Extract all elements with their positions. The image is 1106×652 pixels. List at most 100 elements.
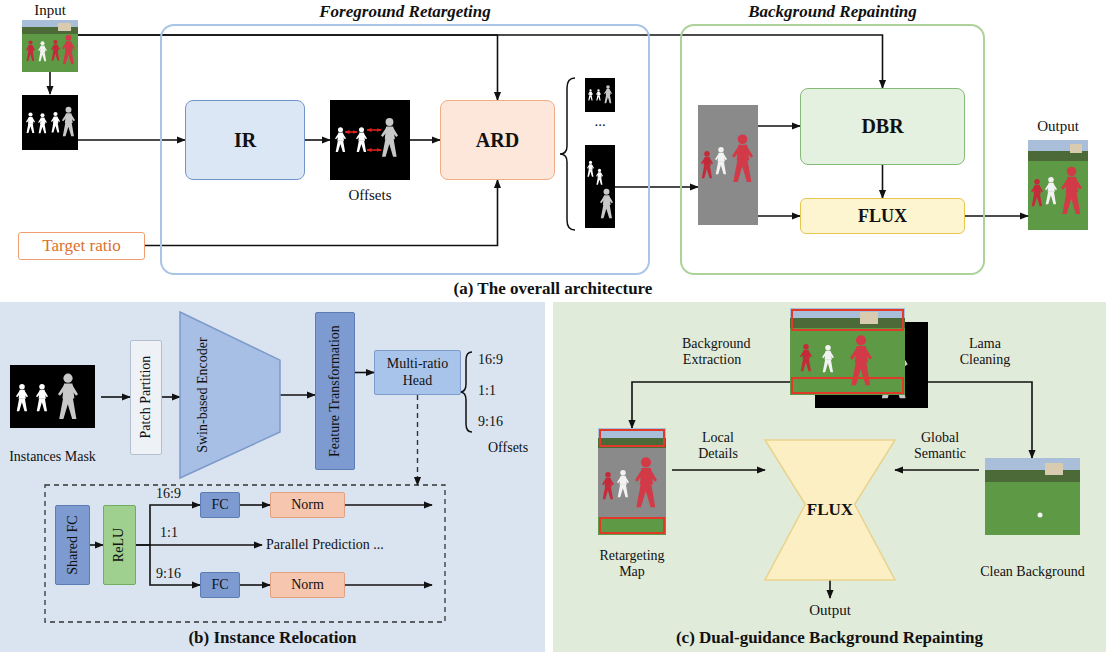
flow-line: [632, 382, 790, 428]
offset-image: [367, 149, 381, 151]
mask-candidate: [585, 78, 615, 112]
retargeting-map-image: [600, 518, 664, 533]
flow-arrow: [355, 372, 374, 374]
offset-image: [330, 100, 410, 180]
stage-panel: Foreground RetargetingIROffsetsARD: [160, 24, 650, 275]
input-image: Input: [22, 2, 78, 72]
mask-candidate: [585, 78, 615, 112]
offset-image: [356, 127, 367, 152]
edge-label-holder: Global Semantic: [905, 430, 975, 462]
edge-label: Local Details: [688, 430, 748, 462]
output-photo: [1061, 167, 1082, 214]
input-photo: [38, 41, 47, 61]
module-box-text: ARD: [476, 129, 519, 152]
mask-candidate: [585, 145, 615, 228]
flow-arrow: [410, 139, 440, 141]
subfigure-panel-text: (c) Dual-guidance Background Repainting: [676, 628, 983, 648]
composite-photo: [800, 344, 812, 371]
module-box: FLUX: [800, 198, 965, 234]
retargeted-image: [732, 134, 753, 182]
ratio-label: 9:16: [478, 414, 518, 430]
head-box-text: Multi-ratio Head: [379, 356, 456, 388]
mask-candidate: [596, 169, 603, 185]
clean-background-image: [985, 458, 1080, 535]
mask-image: [58, 374, 78, 419]
output-image-text: Output: [1037, 118, 1079, 135]
step-label: Background Extraction: [682, 336, 742, 368]
mask-image: [62, 107, 75, 137]
input-photo: [58, 23, 71, 31]
layer-box-text: FC: [211, 577, 228, 593]
edge-label-holder: 9:16: [156, 566, 196, 582]
composite-photo: [790, 308, 905, 395]
module-box-text: FLUX: [858, 206, 907, 227]
branch-note-holder: Parallel Prediction ...: [266, 537, 444, 553]
clean-background-image: [985, 470, 1080, 482]
composite-photo: [790, 318, 905, 328]
offset-image: [335, 127, 346, 152]
input-image-text: Input: [34, 2, 66, 19]
mask-image: [38, 113, 47, 133]
mask-candidate: [600, 189, 613, 219]
step-label-holder: Background Extraction: [682, 336, 742, 368]
flow-arrow: [240, 584, 270, 586]
flow-arrow: [101, 396, 130, 398]
clean-background-image: [1038, 513, 1043, 518]
edge-label: 16:9: [156, 486, 196, 502]
retargeting-map: Retargeting Map: [592, 428, 672, 580]
flow-arrow: [305, 139, 330, 141]
retargeted-image: [698, 105, 758, 225]
offset-map-text: Offsets: [348, 187, 391, 204]
module-box-text: IR: [234, 129, 256, 152]
flow-line: [829, 580, 831, 598]
input-photo: [22, 20, 78, 72]
flux-hourglass-text: FLUX: [807, 500, 853, 520]
flow-arrow: [136, 505, 200, 545]
brace: [460, 352, 472, 432]
flow-arrow: [90, 544, 103, 546]
ratio-label-holder: 9:16: [478, 414, 518, 430]
flow-arrow: [672, 469, 765, 471]
stage-panel-text: Foreground Retargeting: [319, 2, 490, 22]
mask-candidate: [585, 145, 615, 228]
flow-line: [78, 139, 185, 141]
step-label: Lama Cleaning: [955, 336, 1015, 368]
clean-background-text: Clean Background: [980, 564, 1085, 580]
subfigure-panel-text: (b) Instance Relocation: [188, 628, 356, 648]
offset-image: [381, 118, 398, 157]
activation-box-text: ReLU: [111, 528, 127, 562]
mask-candidate: [604, 85, 612, 103]
connector-group: [78, 35, 1028, 585]
retargeting-map-image: [598, 428, 666, 535]
output-photo: [1028, 140, 1088, 230]
clean-background-image: [1045, 463, 1063, 475]
output-label: Output: [800, 602, 860, 619]
flow-line: [345, 504, 432, 506]
subfigure-caption-holder: (a) The overall architecture: [353, 279, 753, 299]
layer-box-text: FC: [211, 497, 228, 513]
brace: [560, 78, 575, 230]
retargeting-map-image: [598, 517, 666, 535]
mask-image: [10, 365, 95, 428]
ratio-label-holder: 1:1: [160, 525, 190, 541]
retargeting-map-text: Retargeting Map: [592, 548, 672, 580]
norm-box: Norm: [270, 492, 345, 518]
output-photo: [1045, 177, 1057, 204]
ratio-label: 1:1: [478, 383, 518, 399]
retargeted-image: [715, 147, 727, 174]
flow-line: [345, 584, 432, 586]
edge-label-holder: 16:9: [156, 486, 196, 502]
layer-box: Patch Partition: [130, 340, 162, 455]
ratio-label-holder: 16:9: [478, 352, 518, 368]
output-label: Offsets: [488, 440, 542, 456]
retargeting-map-image: [600, 430, 664, 446]
encoder-trapezoid-text: Swin-based Encoder: [195, 337, 211, 452]
output-photo: [1028, 140, 1088, 230]
layer-box: FC: [200, 492, 240, 518]
encoder-trapezoid: Swin-based Encoder: [180, 312, 280, 478]
flow-arrow: [136, 545, 200, 585]
mask-image: [51, 112, 60, 132]
subfigure-caption: (a) The overall architecture: [353, 279, 753, 299]
flow-arrow: [162, 396, 180, 398]
